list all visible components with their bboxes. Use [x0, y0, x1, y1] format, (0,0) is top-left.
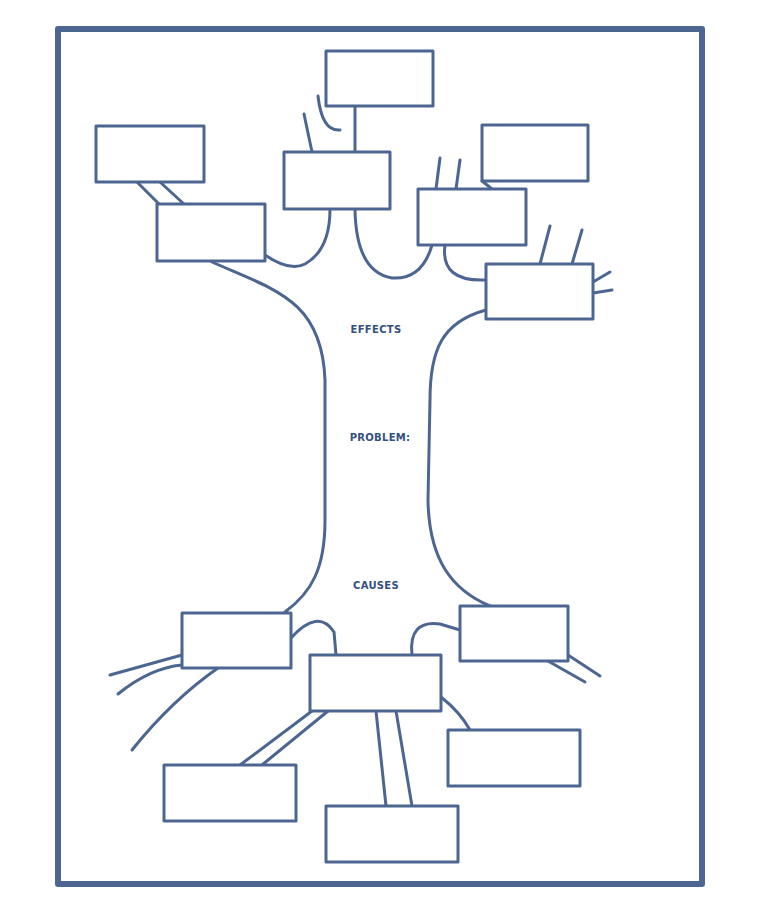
frame [58, 29, 702, 884]
empty-boxes [96, 51, 593, 862]
branches [137, 96, 612, 612]
section-label: EFFECTS [351, 324, 402, 335]
section-label: CAUSES [353, 580, 399, 591]
section-label: PROBLEM: [350, 432, 411, 443]
